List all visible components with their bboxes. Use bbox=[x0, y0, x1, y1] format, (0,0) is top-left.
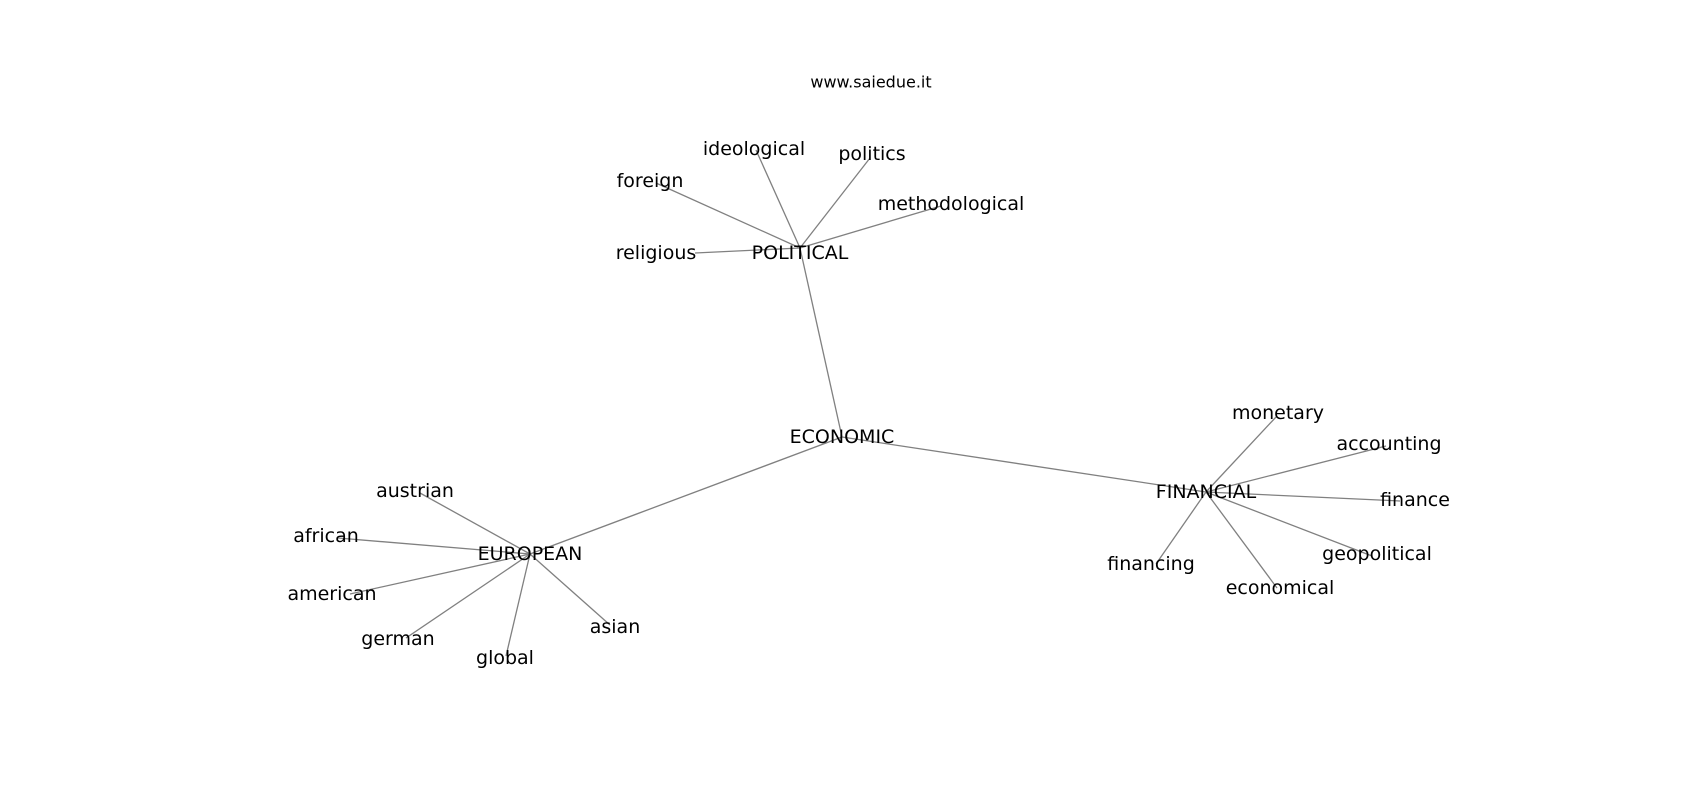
node-asian: asian bbox=[590, 616, 641, 638]
edge-political-methodological bbox=[799, 205, 942, 249]
labels-layer: ECONOMIC POLITICAL FINANCIAL EUROPEAN ideolo… bbox=[287, 138, 1449, 669]
edge-political-politics bbox=[799, 157, 871, 249]
node-economical: economical bbox=[1226, 577, 1335, 599]
edge-financial-economical bbox=[1205, 491, 1278, 589]
edge-european-asian bbox=[529, 553, 611, 626]
node-political: POLITICAL bbox=[752, 242, 849, 264]
edge-financial-finance bbox=[1205, 491, 1401, 502]
edge-political-religious bbox=[694, 247, 801, 254]
edge-economic-european bbox=[529, 436, 843, 555]
node-finance: finance bbox=[1380, 489, 1450, 511]
node-american: american bbox=[287, 583, 376, 605]
edges-layer bbox=[337, 149, 1401, 657]
node-monetary: monetary bbox=[1232, 402, 1324, 424]
edge-financial-accounting bbox=[1205, 445, 1387, 493]
node-accounting: accounting bbox=[1336, 433, 1441, 455]
node-politics: politics bbox=[838, 143, 905, 165]
node-german: german bbox=[361, 628, 434, 650]
node-austrian: austrian bbox=[376, 480, 454, 502]
node-geopolitical: geopolitical bbox=[1322, 543, 1432, 565]
node-global: global bbox=[476, 647, 534, 669]
node-foreign: foreign bbox=[617, 170, 684, 192]
node-methodological: methodological bbox=[878, 193, 1025, 215]
node-economic: ECONOMIC bbox=[790, 426, 895, 448]
node-ideological: ideological bbox=[703, 138, 805, 160]
node-european: EUROPEAN bbox=[478, 543, 583, 565]
edge-political-ideological bbox=[755, 149, 801, 249]
edge-political-foreign bbox=[655, 182, 801, 249]
edge-european-global bbox=[505, 553, 531, 657]
edge-european-american bbox=[349, 553, 531, 595]
edge-financial-financing bbox=[1155, 491, 1207, 565]
edge-european-german bbox=[405, 553, 531, 639]
node-financial: FINANCIAL bbox=[1156, 481, 1257, 503]
node-religious: religious bbox=[616, 242, 697, 264]
edge-economic-financial bbox=[841, 436, 1207, 493]
edge-financial-monetary bbox=[1205, 416, 1277, 493]
edge-financial-geopolitical bbox=[1205, 491, 1373, 557]
node-african: african bbox=[293, 525, 359, 547]
edge-european-african bbox=[337, 537, 531, 555]
edge-economic-political bbox=[799, 247, 843, 438]
edge-european-austrian bbox=[419, 492, 531, 555]
site-watermark: www.saiedue.it bbox=[810, 73, 931, 92]
node-financing: financing bbox=[1107, 553, 1195, 575]
